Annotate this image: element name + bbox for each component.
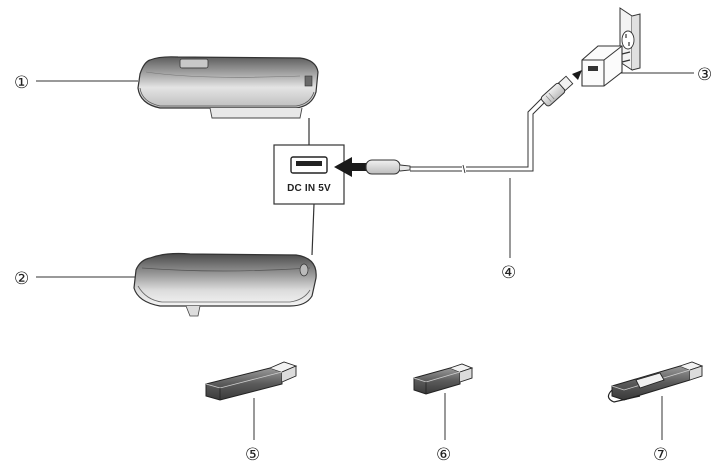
- port-label: DC IN 5V: [287, 183, 331, 194]
- callout-5: ⑤: [245, 398, 260, 465]
- usb-wall-adapter: [581, 7, 641, 87]
- device-bottom: [133, 252, 317, 317]
- port-panel: DC IN 5V: [273, 144, 345, 205]
- callout-number-1: ①: [14, 73, 29, 93]
- insert-arrow-icon: [334, 157, 372, 177]
- callout-4: ④: [501, 178, 516, 283]
- usb-dongle-flat: [205, 361, 298, 401]
- usb-dongle-with-clip: [607, 361, 704, 403]
- callout-number-3: ③: [697, 65, 712, 85]
- wall-outlet-icon: [619, 7, 641, 71]
- callout-number-6: ⑥: [436, 445, 451, 465]
- device-top: [137, 56, 319, 119]
- usb-slot-icon: [588, 66, 598, 71]
- usb-a-plug-icon: [540, 75, 574, 107]
- callout-6: ⑥: [436, 393, 451, 465]
- callout-number-2: ②: [14, 269, 29, 289]
- callout-number-5: ⑤: [245, 445, 260, 465]
- callout-number-4: ④: [501, 263, 516, 283]
- usb-cable: [365, 70, 582, 175]
- callout-7: ⑦: [653, 396, 668, 465]
- micro-usb-plug-icon: [365, 159, 401, 175]
- callout-number-7: ⑦: [653, 445, 668, 465]
- callout-1: ①: [14, 73, 138, 93]
- clip-loop-icon: [607, 389, 641, 403]
- usb-dongle-short: [413, 363, 474, 395]
- top-button-icon: [179, 58, 209, 69]
- callout-2: ②: [14, 269, 138, 289]
- usb-port-icon: [290, 156, 328, 174]
- callout-3: ③: [618, 65, 712, 85]
- connector-line-bottom: [311, 203, 315, 256]
